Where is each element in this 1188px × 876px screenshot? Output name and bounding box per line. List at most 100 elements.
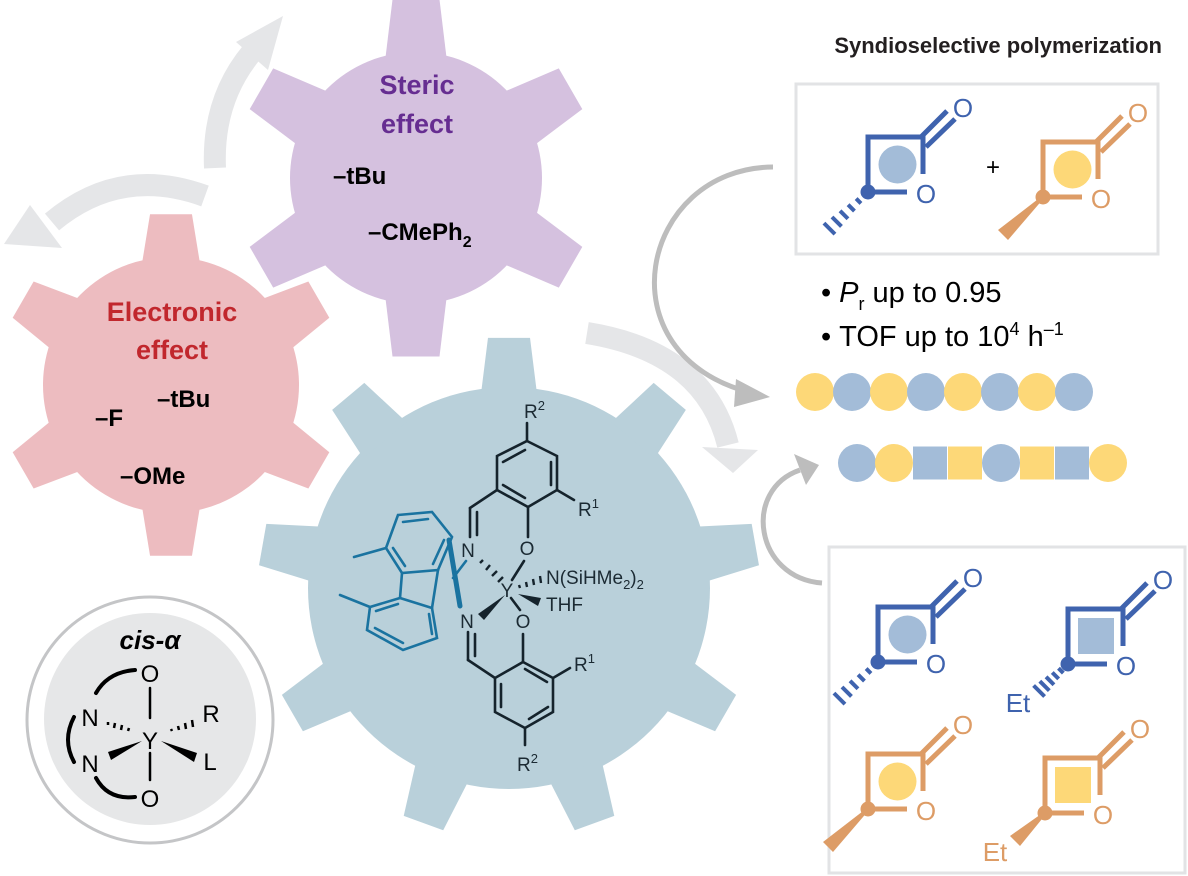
repeat-unit-yellow-circle [870,373,908,411]
monomer-core-square [1078,618,1114,654]
hashed-bond [1057,666,1065,675]
carbonyl-bond [918,109,949,140]
carbonyl-bond [1101,738,1134,770]
racemic-monomer-box [794,82,1160,256]
wedge-bond [1010,812,1046,846]
electronic-gear-tooth [258,281,330,352]
ring-oxygen-label: O [926,649,946,679]
ring-oxygen-label: O [916,179,936,209]
arrow-head-icon [734,379,770,407]
ring-bonds [1042,755,1103,813]
thf-label: THF [546,595,583,616]
ring-oxygen-label: O [1093,800,1113,830]
atom-o-lower: O [516,612,531,633]
electronic-title-line2: effect [136,335,208,365]
monomer-core-circle [878,145,917,184]
ring-bonds [875,604,936,662]
arrow-catalyst-to-polymer [585,322,739,448]
steric-group-tbu: –tBu [333,163,386,190]
atom-n-upper: N [461,541,475,562]
carbonyl-bond [928,579,959,610]
ethyl-label: Et [983,837,1008,867]
electronic-group-tbu: –tBu [157,386,210,413]
carbonyl-bond [918,726,949,757]
carbonyl-bond [934,587,967,619]
repeat-unit-blue-square [913,446,947,480]
hashed-bond [856,673,866,683]
carbonyl-bond [1095,730,1126,761]
lactone-monomer-orange-circle: OO [998,98,1148,240]
panel-title: Syndioselective polymerization [834,33,1162,58]
syndiotactic-copolymer-chain [838,444,1127,482]
lactone-monomer-blue-circle: OO [822,93,973,236]
steric-gear-tooth [249,68,332,147]
steric-gear-tooth [249,209,332,288]
steric-title-line1: Steric [379,70,454,100]
cis-alpha-badge: cis-α O Y O N N R L [25,595,275,845]
syndiotactic-chain [796,373,1093,411]
arrow-mixed-feed [760,467,823,586]
steric-group-cmeph2: –CMePh2 [368,219,472,251]
carbonyl-oxygen-label: O [1153,565,1173,595]
carbonyl-oxygen-label: O [963,563,983,593]
arrow-head-icon [794,454,819,485]
repeat-unit-blue-circle [982,444,1020,482]
atom-o-upper: O [520,539,535,560]
cis-alpha-title: cis-α [120,625,183,655]
catalyst-gear-tooth [548,759,615,831]
repeat-unit-blue-circle [981,373,1019,411]
monomer-core-circle [878,762,917,801]
electronic-group-f: –F [95,405,123,432]
hashed-bond [848,679,860,691]
carbonyl-oxygen-label: O [1128,98,1148,128]
repeat-unit-yellow-square [1020,446,1054,480]
hashed-bond [1050,671,1061,681]
repeat-unit-yellow-circle [875,444,913,482]
steric-title-line2: effect [381,109,453,139]
stat-tof: •TOF up to 104 h–1 [821,319,1064,353]
stereocenter-dot [870,654,886,670]
ring-bonds [1065,606,1126,664]
lactone-monomer-orange-circle: OO [823,710,973,852]
catalyst-gear-tooth [480,337,538,396]
cycle-arrows [44,44,739,448]
ring-bonds [865,751,926,809]
electronic-gear [12,214,330,556]
hashed-bond [854,197,863,205]
catalyst-gear-tooth [611,382,686,459]
polymer-chains [796,373,1127,482]
electronic-gear-tooth [258,418,330,489]
wedge-bond [998,196,1044,240]
electronic-gear-tooth [12,281,84,352]
stereocenter-dot [1037,805,1053,821]
atom-n-lower: N [460,612,474,633]
ring-oxygen-label: O [1116,651,1136,681]
carbonyl-bond [1118,581,1149,612]
gears [12,0,759,831]
r2-lower-label: R2 [517,751,538,776]
stereocenter-dot [1060,656,1076,672]
carbonyl-oxygen-label: O [953,93,973,123]
carbonyl-oxygen-label: O [953,710,973,740]
atom-o-top: O [141,661,160,688]
atom-y-center: Y [501,581,514,602]
repeat-unit-blue-circle [838,444,876,482]
stereocenter-dot [860,801,876,817]
arrow-steric-to-electronic [44,174,209,231]
electronic-title-line1: Electronic [107,297,238,327]
hashed-bond [846,203,856,213]
arrow-head-icon [236,16,283,70]
repeat-unit-yellow-square [948,446,982,480]
stereocenter-dot [1035,189,1051,205]
arrow-racemic-feed [651,164,774,396]
feed-arrows [651,164,823,586]
hashed-bond [838,209,850,221]
ring-bonds [865,134,926,192]
repeat-unit-blue-circle [1055,373,1093,411]
catalyst-gear [259,337,759,831]
electronic-gear-tooth [141,214,201,267]
electronic-group-ome: –OMe [120,463,185,490]
repeat-unit-blue-circle [907,373,945,411]
catalyst-gear-tooth [332,382,407,459]
